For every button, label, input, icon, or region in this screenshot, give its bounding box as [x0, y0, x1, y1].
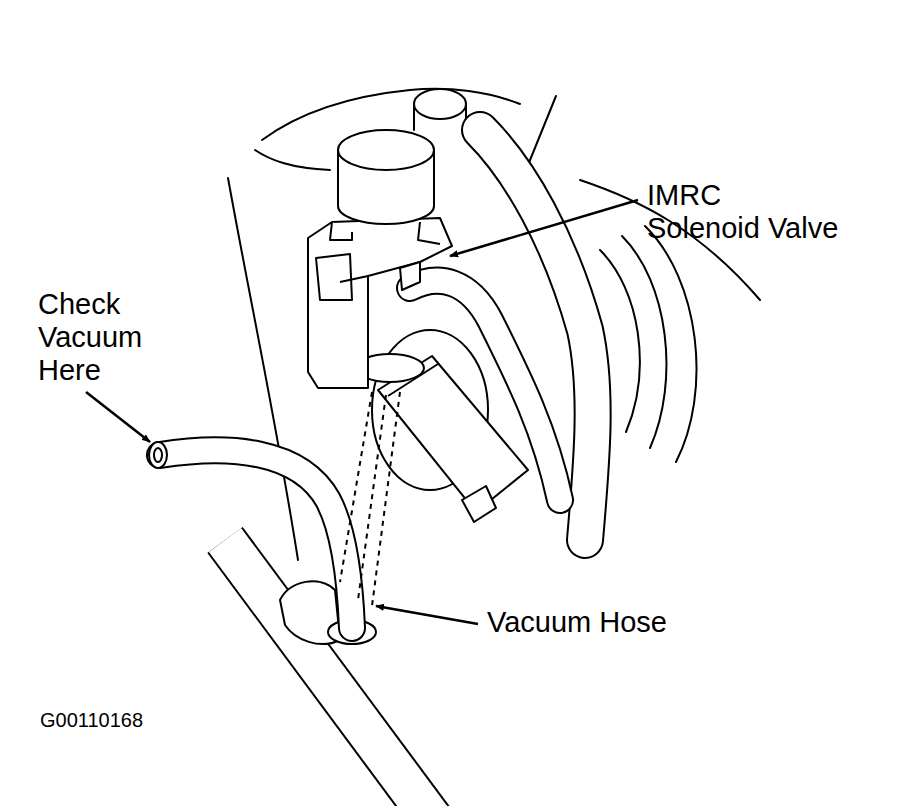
- hidden-hose-outline: [372, 392, 400, 606]
- solenoid-valve: [308, 218, 452, 388]
- callout-label: Check Vacuum Here: [38, 288, 168, 387]
- hidden-hose-outline: [358, 395, 386, 600]
- callout-label: IMRC Solenoid Valve: [647, 179, 845, 245]
- solenoid-valve: [340, 276, 368, 282]
- intake-pipe: [225, 540, 440, 806]
- engine-background: [622, 236, 666, 448]
- figure-code: G00110168: [40, 708, 143, 732]
- solenoid-valve: [308, 130, 528, 522]
- engine-background: [228, 178, 298, 560]
- intake-pipe: [225, 540, 440, 806]
- vacuum-hose: [160, 450, 352, 628]
- hidden-hose-outline: [340, 392, 372, 582]
- intake-pipe: [225, 540, 440, 806]
- engine-background: [414, 89, 466, 119]
- hidden-hose-outline: [340, 392, 400, 606]
- engine-background: [645, 226, 697, 462]
- vacuum-hose: [149, 442, 352, 628]
- engine-background: [414, 104, 466, 130]
- leader-line: [86, 200, 638, 624]
- callout-label: Vacuum Hose: [487, 606, 667, 639]
- leader-line: [450, 200, 638, 256]
- vacuum-hose: [154, 448, 162, 462]
- leader-line: [376, 606, 478, 624]
- vacuum-hose: [149, 442, 167, 468]
- vacuum-hose: [160, 450, 352, 628]
- leader-line: [86, 392, 150, 442]
- solenoid-valve: [462, 486, 496, 522]
- solenoid-valve: [400, 262, 420, 290]
- engine-background: [526, 96, 556, 170]
- solenoid-valve: [338, 130, 434, 170]
- engine-background: [255, 150, 330, 170]
- solenoid-valve: [316, 254, 352, 300]
- solenoid-valve: [330, 222, 440, 244]
